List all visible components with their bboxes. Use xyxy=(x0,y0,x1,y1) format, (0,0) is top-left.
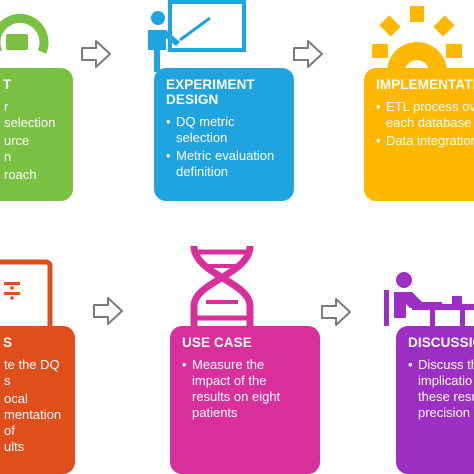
step-bullet-list: ETL process ove each database Data integ… xyxy=(376,99,474,149)
step-bullet: Discuss the implicatio these resu precis… xyxy=(408,357,474,421)
step-bullet-list: Measure the impact of the results on eig… xyxy=(182,357,310,421)
step-bullet-list: te the DQ s ocal mentation of ults xyxy=(0,357,65,455)
step-bullet-list: Discuss the implicatio these resu precis… xyxy=(408,357,474,421)
step-title: DISCUSSIO xyxy=(408,335,474,350)
arrow-right-icon xyxy=(293,40,323,68)
step-bullet: DQ metric selection xyxy=(166,114,284,146)
step-bullet-list: r selection urce n roach xyxy=(0,99,63,183)
step-title: EXPERIMENT DESIGN xyxy=(166,77,255,107)
step-title: S xyxy=(3,335,13,350)
calculator-icon xyxy=(0,259,53,328)
step-bullet: roach xyxy=(0,167,63,183)
step-bullet: r selection xyxy=(0,99,63,131)
step-card-discussion: DISCUSSIO Discuss the implicatio these r… xyxy=(396,326,474,474)
target-icon xyxy=(0,13,49,54)
meeting-table-icon xyxy=(384,272,474,328)
step-title: USE CASE xyxy=(182,335,252,350)
arrow-right-icon xyxy=(81,40,111,68)
step-card-experiment-design: EXPERIMENT DESIGN DQ metric selection Me… xyxy=(154,68,294,201)
step-bullet: ETL process ove each database xyxy=(376,99,474,131)
arrow-right-icon xyxy=(321,298,351,326)
step-bullet: urce n xyxy=(0,133,63,165)
gear-icon xyxy=(372,6,462,72)
arrow-right-icon xyxy=(93,297,123,325)
step-card-experiment-setup: T r selection urce n roach xyxy=(0,68,73,201)
step-bullet: Measure the impact of the results on eig… xyxy=(182,357,310,421)
step-bullet: Metric evaluation definition xyxy=(166,148,284,180)
step-bullet: Data integration xyxy=(376,133,474,149)
step-title: IMPLEMENTATIO xyxy=(376,77,474,92)
step-bullet: te the DQ s xyxy=(0,357,65,389)
step-bullet: ocal mentation of ults xyxy=(0,391,65,455)
step-title: T xyxy=(3,77,12,92)
step-card-use-case: USE CASE Measure the impact of the resul… xyxy=(170,326,320,474)
dna-icon xyxy=(190,246,254,326)
step-card-implementation: IMPLEMENTATIO ETL process ove each datab… xyxy=(364,68,474,201)
step-bullet-list: DQ metric selection Metric evaluation de… xyxy=(166,114,284,180)
step-card-evaluation: S te the DQ s ocal mentation of ults xyxy=(0,326,75,474)
presenter-whiteboard-icon xyxy=(148,0,246,72)
